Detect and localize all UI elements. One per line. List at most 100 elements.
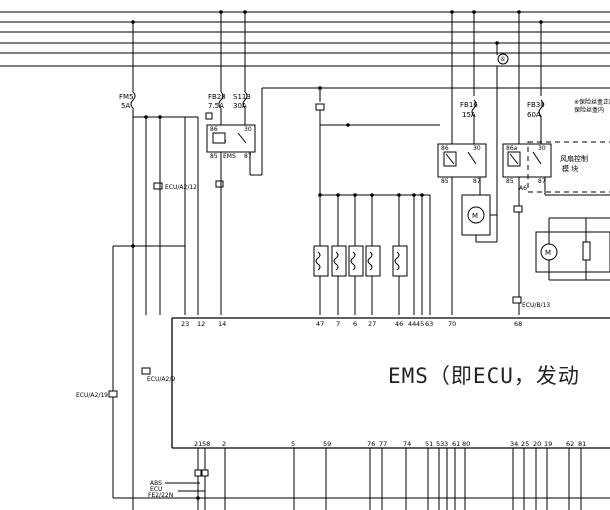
svg-text:53: 53: [436, 440, 444, 448]
svg-text:44: 44: [408, 320, 416, 328]
ems-ecu-box: EMS（即ECU，发动: [171, 317, 610, 449]
svg-text:58: 58: [202, 440, 210, 448]
svg-text:63: 63: [425, 320, 433, 328]
relay2-pin86: 86: [441, 145, 449, 152]
bus-drops: [131, 10, 543, 96]
fan-control-module: 风扇控制 模 块 ※保险丝盒正面 保险丝盒内: [527, 98, 610, 193]
svg-text:19: 19: [544, 440, 552, 448]
fuse-note-2: 保险丝盒内: [574, 106, 604, 114]
svg-text:68: 68: [514, 320, 522, 328]
relay2-pin87: 87: [473, 178, 481, 185]
svg-text:45: 45: [416, 320, 424, 328]
ecu-bottom-pins: 21 58 2 5 59 76 77 74 51 53 3 61 80 34 2…: [194, 440, 586, 448]
relay1-pin86: 86: [210, 126, 218, 133]
fuel-pump-relay: 86 30 85 87: [437, 96, 487, 315]
connector-marker: [205, 112, 213, 120]
relay2-pin85: 85: [441, 178, 449, 185]
connector-marker: [513, 205, 523, 213]
ecu-b-13-label: ECU/B/13: [522, 302, 550, 309]
fuel-pump-motor: M: [461, 66, 498, 243]
fuse-note-1: ※保险丝盒正面: [574, 98, 610, 106]
relay3-pin87: 87: [538, 178, 546, 185]
ecu-a2-12-label: ECU/A2/12: [165, 184, 197, 191]
ecu-bottom-wires: [194, 448, 582, 510]
svg-text:80: 80: [462, 440, 470, 448]
fuse-fb16: FB16 15A: [460, 99, 478, 144]
fan-control-label-1: 风扇控制: [560, 154, 588, 163]
relay1-ems-text: EMS: [223, 153, 236, 160]
abs-label-3: FE2/22N: [148, 492, 173, 499]
ground-marker: [497, 53, 509, 65]
connector-marker: [215, 180, 224, 188]
relay3-pin30: 30: [538, 145, 546, 152]
svg-text:74: 74: [403, 440, 411, 448]
svg-text:14: 14: [218, 320, 226, 328]
fuse-fm5-rating: 5A: [121, 102, 130, 110]
relay1-pin30: 30: [244, 126, 252, 133]
fuse-fb28: FB28 7.5A: [208, 91, 226, 125]
svg-text:7: 7: [336, 320, 340, 328]
svg-text:2: 2: [222, 440, 226, 448]
ecu-a2-9-label: ECU/A2/9: [147, 376, 175, 383]
relay3-pin86a: 86a: [506, 145, 518, 152]
ems-main-relay: 86 30 85 87 EMS: [206, 124, 256, 175]
fuse-fm5-name: FM5: [119, 93, 134, 101]
relay2-pin30: 30: [473, 145, 481, 152]
fan-relay: 86a 30 85 87 A6: [502, 96, 552, 315]
connector-marker: [108, 390, 118, 398]
svg-text:47: 47: [316, 320, 324, 328]
svg-text:23: 23: [181, 320, 189, 328]
svg-text:M: M: [545, 249, 551, 257]
ecu-top-pins: 23 12 14 47 7 6 27 46 44 45 63 70 68: [181, 320, 522, 328]
fan-control-label-2: 模 块: [562, 164, 578, 173]
connector-marker: [153, 182, 163, 190]
ground-marker-label: ⑥: [500, 56, 505, 63]
ecu-a2-19-label: ECU/A2/19: [76, 392, 108, 399]
fuse-s113-name: S113: [233, 93, 251, 101]
svg-text:62: 62: [566, 440, 574, 448]
svg-text:77: 77: [379, 440, 387, 448]
fuse-fb30-name: FB30: [527, 101, 545, 109]
svg-text:59: 59: [323, 440, 331, 448]
svg-text:6: 6: [353, 320, 357, 328]
svg-text:34: 34: [510, 440, 518, 448]
fuse-fb30-rating: 60A: [527, 111, 541, 119]
relay3-pin85: 85: [506, 178, 514, 185]
svg-text:20: 20: [533, 440, 541, 448]
svg-text:12: 12: [197, 320, 205, 328]
relay1-pin85: 85: [210, 153, 218, 160]
ems-title: EMS（即ECU，发动: [388, 364, 580, 388]
svg-text:70: 70: [448, 320, 456, 328]
wire-tick-marks: [293, 455, 582, 460]
abs-label-2: ECU: [150, 486, 162, 493]
top-bus-lines: [0, 11, 610, 67]
svg-text:3: 3: [444, 440, 448, 448]
svg-text:61: 61: [452, 440, 460, 448]
fuse-s113-rating: 30A: [233, 102, 247, 110]
svg-text:M: M: [472, 212, 478, 220]
fuse-fb16-name: FB16: [460, 101, 478, 109]
fan-motor-assembly: M: [535, 194, 610, 281]
svg-text:25: 25: [521, 440, 529, 448]
svg-text:46: 46: [395, 320, 403, 328]
fuse-fb30: FB30 60A: [527, 99, 545, 144]
svg-text:76: 76: [367, 440, 375, 448]
svg-text:21: 21: [194, 440, 202, 448]
fuse-fb16-rating: 15A: [462, 111, 476, 119]
injector-row: [313, 193, 431, 315]
fuse-fb28-rating: 7.5A: [208, 102, 224, 110]
svg-text:5: 5: [291, 440, 295, 448]
svg-text:81: 81: [578, 440, 586, 448]
svg-text:27: 27: [368, 320, 376, 328]
relay3-a6: A6: [519, 185, 527, 192]
fuse-s113: S113 30A: [233, 91, 251, 125]
fuse-fb28-name: FB28: [208, 93, 226, 101]
fuse-fm5: FM5 5A: [119, 91, 136, 510]
connector-marker: [141, 367, 151, 375]
svg-text:51: 51: [425, 440, 433, 448]
connector-marker: [512, 296, 522, 304]
relay1-pin87: 87: [244, 153, 252, 160]
abs-label-1: ABS: [150, 480, 162, 487]
